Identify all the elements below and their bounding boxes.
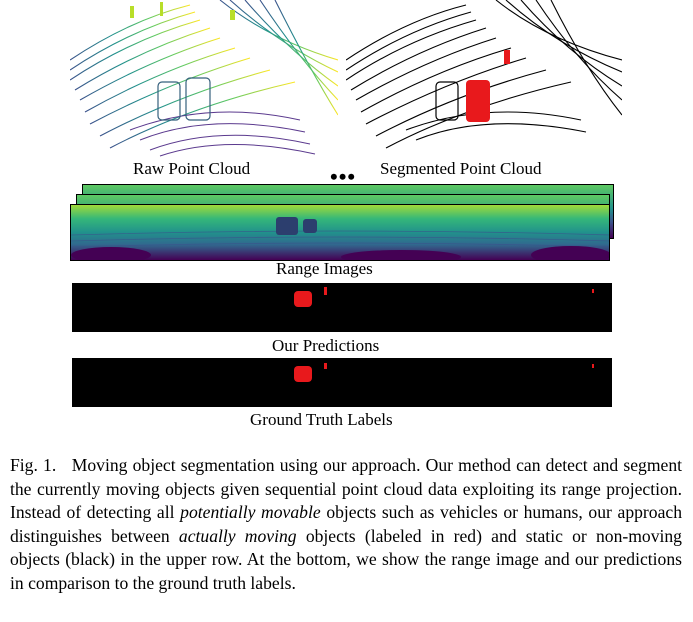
caption-text-2: objects such as vehicles or humans, our … xyxy=(10,502,683,546)
segmented-point-cloud-label: Segmented Point Cloud xyxy=(380,159,542,178)
figure-caption: Fig. 1. Moving object segmentation using… xyxy=(10,454,682,596)
raw-point-cloud-label: Raw Point Cloud xyxy=(133,159,251,178)
ground-truth-label: Ground Truth Labels xyxy=(250,410,393,429)
ground-truth-image xyxy=(72,358,612,407)
caption-emphasis-2: actually moving xyxy=(178,525,297,546)
predictions-label: Our Predictions xyxy=(272,336,380,355)
moving-car-red xyxy=(466,50,510,122)
predictions-image xyxy=(72,283,612,332)
range-image-front xyxy=(70,204,610,261)
figure-number: Fig. 1. xyxy=(10,455,57,475)
caption-text-3: objects (labeled in red) and static or n… xyxy=(10,525,682,593)
segmented-point-cloud-image xyxy=(346,0,622,158)
raw-point-cloud-image xyxy=(70,0,338,158)
caption-emphasis-1: potentially movable xyxy=(180,502,321,523)
caption-text-1: Moving object segmentation using our app… xyxy=(10,455,683,523)
range-images-label: Range Images xyxy=(276,259,373,278)
